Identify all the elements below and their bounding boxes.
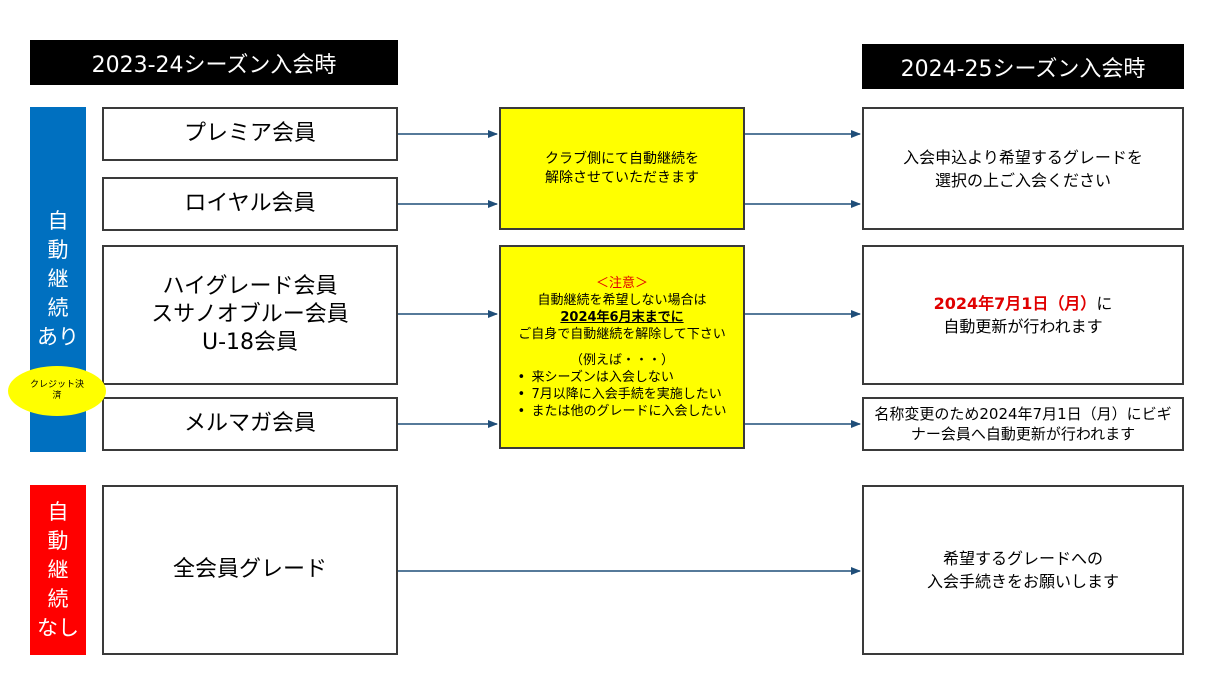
example-title: （例えば・・・） [569,352,674,368]
note-club-cancel-2: 解除させていただきます [545,169,699,186]
credit-payment-text: クレジット決 済 [29,380,84,401]
note-club-cancel: クラブ側にて自動継続を 解除させていただきます [499,107,745,230]
member-royal: ロイヤル会員 [102,177,398,231]
note-club-cancel-1: クラブ側にて自動継続を [545,150,699,167]
member-all-grades-label: 全会員グレード [172,557,327,582]
auto-renew-suffix: に [1096,294,1113,313]
caution-line3: ご自身で自動継続を解除して下さい [518,326,726,342]
result-apply-2: 入会手続きをお願いします [926,572,1119,591]
header-2023-24: 2023-24シーズン入会時 [30,40,398,85]
member-premium: プレミア会員 [102,107,398,161]
member-all-grades: 全会員グレード [102,485,398,655]
note-caution: ＜注意＞ 自動継続を希望しない場合は 2024年6月末までに ご自身で自動継続を… [499,245,745,449]
result-beginner: 名称変更のため2024年7月1日（月）にビギ ナー会員へ自動更新が行われます [862,397,1184,451]
result-apply-1: 希望するグレードへの [942,549,1103,568]
member-high-grade: ハイグレード会員 スサノオブルー会員 U-18会員 [102,245,398,385]
header-2023-24-label: 2023-24シーズン入会時 [91,52,337,78]
example-item-2: 7月以降に入会手続を実施したい [517,386,726,403]
member-mailmag: メルマガ会員 [102,397,398,451]
member-high-grade-1: ハイグレード会員 [162,274,338,299]
auto-renew-no-label: 自 動 継 続 なし [30,485,86,655]
caution-line1: 自動継続を希望しない場合は [537,292,707,308]
header-2024-25: 2024-25シーズン入会時 [862,44,1184,89]
credit-payment-badge: クレジット決 済 [8,366,106,416]
member-premium-label: プレミア会員 [183,121,316,146]
header-2024-25-label: 2024-25シーズン入会時 [900,56,1146,82]
result-select-grade-2: 選択の上ご入会ください [934,170,1111,190]
example-item-cont: または他のグレードに入会したい [517,403,726,420]
auto-renew-no-text: 自 動 継 続 なし [37,499,79,640]
result-apply: 希望するグレードへの 入会手続きをお願いします [862,485,1184,655]
result-beginner-1: 名称変更のため2024年7月1日（月）にビギ [874,405,1172,423]
caution-deadline: 2024年6月末までに [560,309,684,325]
result-auto-renew: 2024年7月1日（月）に 自動更新が行われます [862,245,1184,385]
auto-renew-line2: 自動更新が行われます [943,317,1103,336]
result-beginner-2: ナー会員へ自動更新が行われます [910,425,1136,443]
member-mailmag-label: メルマガ会員 [183,411,316,436]
auto-renew-date: 2024年7月1日（月） [933,294,1097,313]
example-list: 来シーズンは入会しない 7月以降に入会手続を実施したい または他のグレードに入会… [517,369,726,420]
result-select-grade: 入会申込より希望するグレードを 選択の上ご入会ください [862,107,1184,230]
auto-renew-yes-text: 自 動 継 続 あり [37,209,79,349]
member-high-grade-3: U-18会員 [201,330,299,355]
example-item-1: 来シーズンは入会しない [517,369,726,386]
caution-title: ＜注意＞ [595,275,648,291]
member-royal-label: ロイヤル会員 [184,191,316,216]
result-select-grade-1: 入会申込より希望するグレードを [903,147,1143,167]
member-high-grade-2: スサノオブルー会員 [151,302,349,327]
